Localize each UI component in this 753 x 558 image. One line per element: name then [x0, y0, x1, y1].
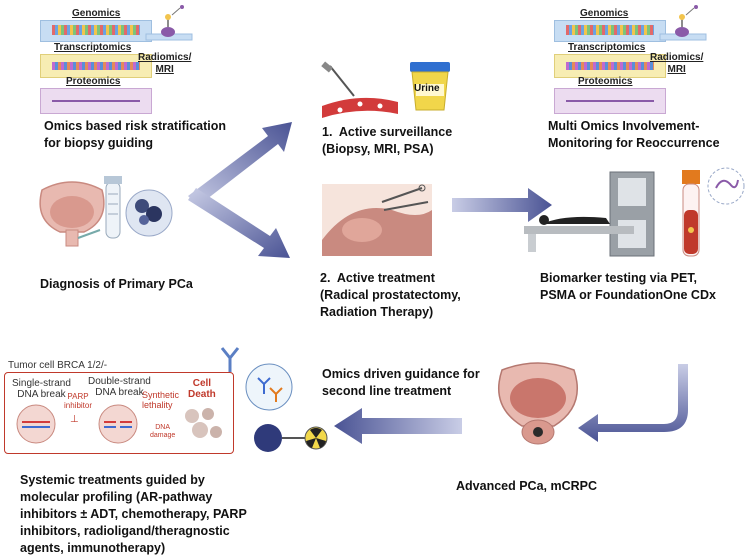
treatment-caption: 2. Active treatment (Radical prostatecto… [320, 271, 461, 319]
arrow-to-systemic [334, 408, 462, 444]
pet-scanner-icon [524, 171, 655, 257]
biopsy-needle-icon [321, 61, 398, 118]
arrow-to-treatment [188, 188, 290, 258]
parp-arrow-icon: ⊥ [70, 414, 79, 425]
urine-cup-icon [410, 62, 450, 111]
omics-panel-right: Genomics Transcriptomics Proteomics Radi… [552, 5, 742, 114]
biomarker-caption: Biomarker testing via PET, PSMA or Found… [540, 271, 716, 302]
parp-inhibitor-label: PARP inhibitor [64, 392, 93, 410]
arrow-to-surveillance [188, 122, 292, 206]
blood-vial-icon [682, 170, 700, 257]
monitoring-caption: Multi Omics Involvement- Monitoring for … [548, 119, 720, 150]
transcriptomics-label: Transcriptomics [568, 42, 646, 53]
genome-circle-icon [707, 167, 745, 205]
diagnosis-caption: Diagnosis of Primary PCa [40, 277, 193, 291]
radiotracer-receptor-icon [659, 5, 707, 41]
protein-strip [52, 100, 140, 102]
arrow-bend-to-advanced [578, 364, 688, 442]
dna-strip [566, 25, 654, 35]
radioligand-icon [254, 424, 328, 452]
proteomics-label: Proteomics [66, 76, 121, 87]
genomics-label: Genomics [72, 8, 121, 19]
double-strand-label: Double-strand DNA break [88, 376, 151, 398]
parp-box [4, 372, 234, 454]
arrow-to-biomarker [452, 188, 552, 222]
cell-double-strand-icon [98, 404, 138, 444]
proteomics-label: Proteomics [578, 76, 633, 87]
single-strand-label: Single-strand DNA break [12, 378, 71, 400]
dna-damage-label: DNA damage [150, 424, 176, 439]
protein-strip [566, 100, 654, 102]
advanced-caption: Advanced PCa, mCRPC [456, 479, 598, 493]
dna-strip [52, 25, 140, 35]
radiomics-label: Radiomics/ MRI [650, 52, 704, 75]
cell-single-strand-icon [16, 404, 56, 444]
genomics-label: Genomics [580, 8, 629, 19]
antibody-circle-icon [245, 363, 293, 411]
prostate-bladder-icon [39, 181, 105, 247]
blood-tube-icon [104, 176, 122, 239]
transcriptomics-label: Transcriptomics [54, 42, 132, 53]
cell-death-label: Cell Death [188, 378, 216, 400]
surveillance-caption: 1. Active surveillance (Biopsy, MRI, PSA… [322, 125, 453, 156]
parp-box-title: Tumor cell BRCA 1/2/- [8, 360, 108, 371]
prostatectomy-illustration [322, 184, 432, 256]
urine-label: Urine [414, 83, 440, 94]
radiotracer-receptor-icon [145, 5, 193, 41]
rna-strip [566, 62, 654, 70]
cell-death-fragments-icon [185, 408, 222, 438]
synthetic-lethality-label: Synthetic lethality [142, 390, 180, 410]
rna-strip [52, 62, 140, 70]
antibody-icon [220, 347, 240, 372]
radiomics-label: Radiomics/ MRI [138, 52, 192, 75]
cell-cluster-icon [125, 189, 173, 237]
omics-panel-left: Genomics Transcriptomics Proteomics Radi… [38, 5, 228, 114]
omics-guidance-caption: Omics driven guidance for second line tr… [322, 367, 480, 398]
omics-risk-caption: Omics based risk stratification for biop… [44, 119, 227, 150]
advanced-prostate-icon [498, 362, 578, 445]
systemic-caption: Systemic treatments guided by molecular … [20, 473, 247, 555]
